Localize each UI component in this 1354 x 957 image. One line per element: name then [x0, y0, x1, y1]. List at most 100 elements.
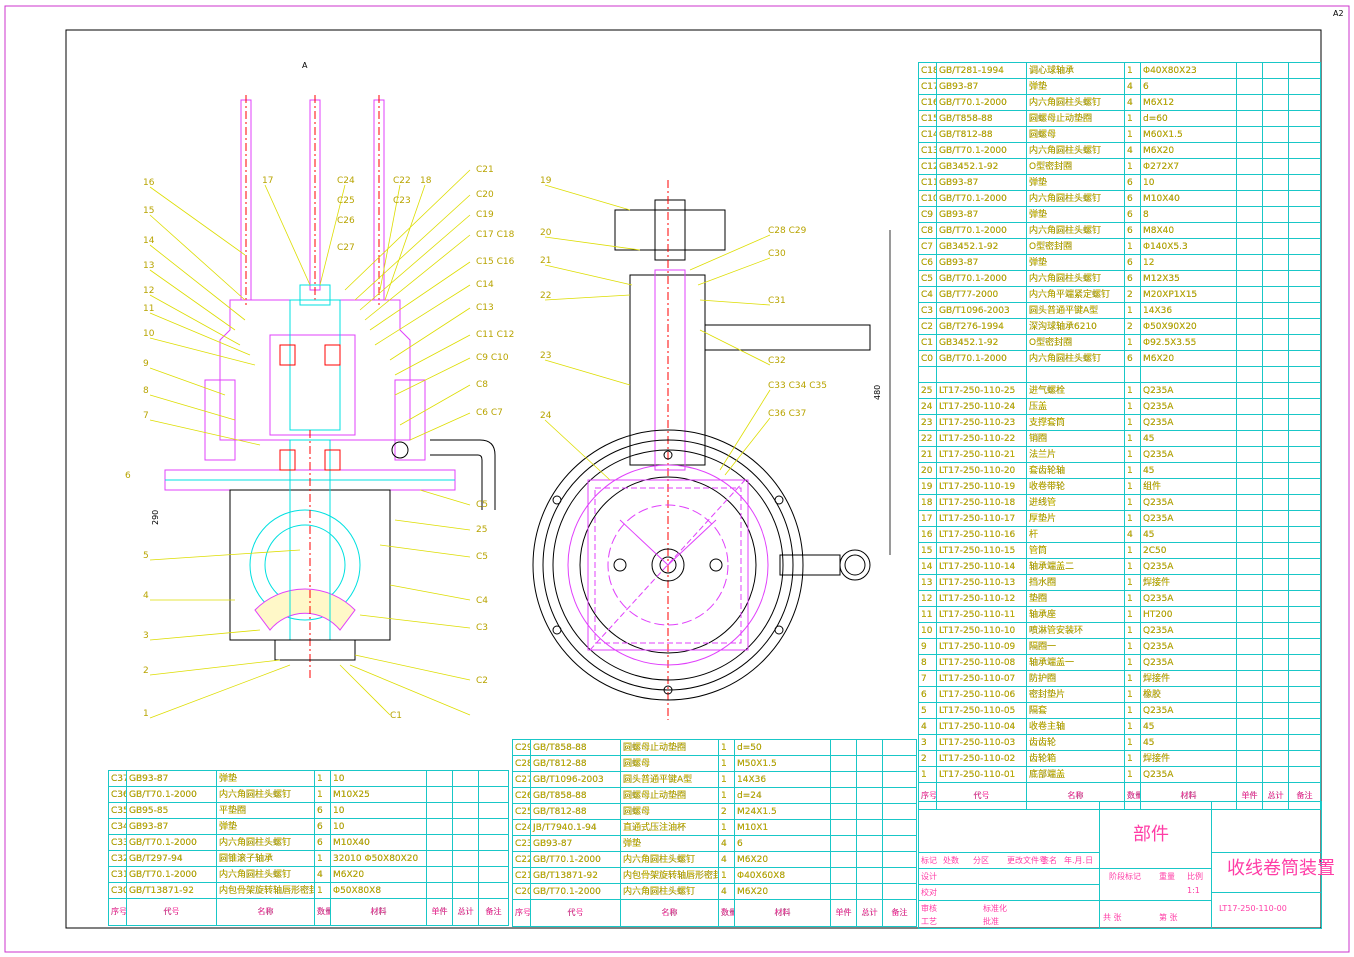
- empty-cell: [1236, 622, 1263, 639]
- empty-cell: [1236, 638, 1263, 655]
- part-name: 内六角圆柱头螺钉: [1026, 94, 1125, 111]
- code: GB/T70.1-2000: [936, 350, 1027, 367]
- balloon-c32: C32: [768, 356, 786, 366]
- empty-cell: [1236, 734, 1263, 751]
- qty: 1: [1124, 462, 1141, 479]
- item-no: 3: [918, 734, 937, 751]
- item-no: 25: [918, 382, 937, 399]
- empty-cell: [1288, 158, 1321, 175]
- code: LT17-250-110-24: [936, 398, 1027, 415]
- empty-cell: [1236, 286, 1263, 303]
- part-name: 圆螺母止动垫圈: [1026, 110, 1125, 127]
- qty: 1: [1124, 398, 1141, 415]
- empty-cell: [882, 787, 917, 804]
- empty-cell: [1262, 398, 1289, 415]
- empty-cell: [1236, 382, 1263, 399]
- balloon-3: 3: [143, 631, 149, 641]
- tb-label-standard: 标准化: [983, 904, 1007, 913]
- part-name: 齿齿轮: [1026, 734, 1125, 751]
- item-no: 21: [918, 446, 937, 463]
- empty-cell: [452, 818, 479, 835]
- empty-cell: [1288, 174, 1321, 191]
- qty: 1: [1124, 510, 1141, 527]
- column-header: 总计: [1262, 782, 1289, 810]
- column-header: 名称: [620, 899, 719, 927]
- item-no: C18: [918, 62, 937, 79]
- material: M50X1.5: [734, 755, 831, 772]
- balloon-c31: C31: [768, 296, 786, 306]
- part-name: 弹垫: [1026, 254, 1125, 271]
- code: GB93-87: [936, 254, 1027, 271]
- empty-cell: [1262, 158, 1289, 175]
- part-name: 弹垫: [216, 818, 315, 835]
- empty-cell: [1262, 654, 1289, 671]
- empty-cell: [1236, 126, 1263, 143]
- qty: 1: [1124, 670, 1141, 687]
- dim-290: 290: [151, 510, 160, 525]
- code: GB93-87: [126, 818, 217, 835]
- item-no: C35: [108, 802, 127, 819]
- empty-cell: [1288, 78, 1321, 95]
- part-name: 直通式压注油杯: [620, 819, 719, 836]
- empty-cell: [1236, 654, 1263, 671]
- balloon-c22: C22: [393, 176, 411, 186]
- material: 10: [330, 818, 427, 835]
- material: 45: [1140, 430, 1237, 447]
- code: GB93-87: [530, 835, 621, 852]
- item-no: C34: [108, 818, 127, 835]
- part-name: 厚垫片: [1026, 510, 1125, 527]
- item-no: 20: [918, 462, 937, 479]
- empty-cell: [1236, 574, 1263, 591]
- code: GB3452.1-92: [936, 238, 1027, 255]
- qty: 1: [1124, 638, 1141, 655]
- code: LT17-250-110-11: [936, 606, 1027, 623]
- qty: 4: [718, 883, 735, 900]
- empty-cell: [1262, 750, 1289, 767]
- empty-cell: [1262, 350, 1289, 367]
- item-no: C3: [918, 302, 937, 319]
- empty-cell: [1262, 542, 1289, 559]
- item-no: C17: [918, 78, 937, 95]
- item-no: 24: [918, 398, 937, 415]
- code: LT17-250-110-01: [936, 766, 1027, 783]
- code: GB/T1096-2003: [936, 302, 1027, 319]
- empty-cell: [1236, 222, 1263, 239]
- part-name: 平垫圈: [216, 802, 315, 819]
- code: LT17-250-110-09: [936, 638, 1027, 655]
- empty-cell: [882, 755, 917, 772]
- empty-cell: [1288, 494, 1321, 511]
- part-name: 垫圈: [1026, 590, 1125, 607]
- material: Φ92.5X3.55: [1140, 334, 1237, 351]
- empty-cell: [1288, 542, 1321, 559]
- code: LT17-250-110-15: [936, 542, 1027, 559]
- title-category: 部件: [1133, 824, 1169, 845]
- part-name: 圆螺母止动垫圈: [620, 739, 719, 756]
- material: Q235A: [1140, 398, 1237, 415]
- part-name: 内包骨架旋转轴唇形密封圈: [216, 882, 315, 899]
- part-name: 圆螺母: [620, 755, 719, 772]
- part-name: 内六角平端紧定螺钉: [1026, 286, 1125, 303]
- empty-cell: [1236, 254, 1263, 271]
- code: GB/T70.1-2000: [936, 270, 1027, 287]
- qty: 1: [1124, 110, 1141, 127]
- code: GB/T77-2000: [936, 286, 1027, 303]
- item-no: C32: [108, 850, 127, 867]
- empty-cell: [1236, 494, 1263, 511]
- empty-cell: [426, 802, 453, 819]
- qty: 6: [314, 834, 331, 851]
- empty-cell: [1236, 686, 1263, 703]
- qty: 4: [1124, 78, 1141, 95]
- empty-cell: [882, 835, 917, 852]
